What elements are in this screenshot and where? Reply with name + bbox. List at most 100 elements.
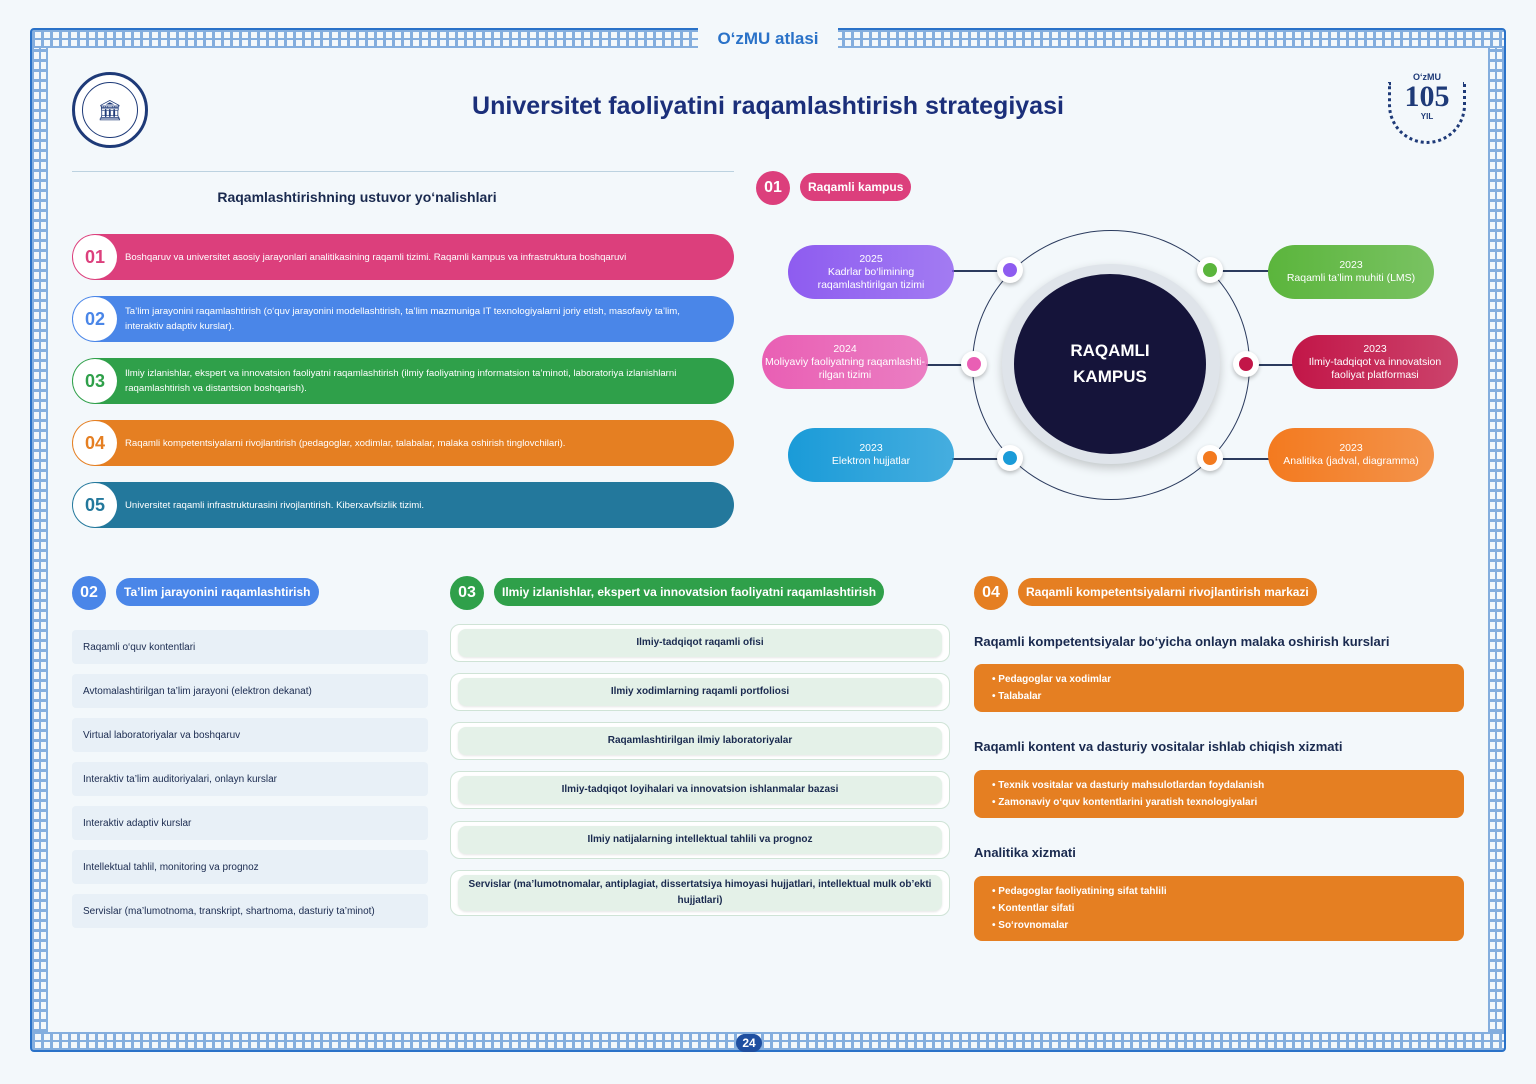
- research-item-text: Ilmiy natijalarning intellektual tahlili…: [458, 826, 942, 854]
- research-item: Raqamlashtirilgan ilmiy laboratoriyalar: [450, 722, 950, 760]
- connector-line: [1258, 364, 1298, 366]
- education-item: Avtomalashtirilgan ta’lim jarayoni (elek…: [72, 674, 428, 708]
- competence-badge: 04: [974, 576, 1008, 610]
- priority-number: 05: [73, 483, 117, 527]
- connector-line: [1222, 458, 1270, 460]
- competence-label: Raqamli kompetentsiyalarni rivojlantiris…: [1018, 578, 1317, 606]
- ornament-right: [1488, 48, 1504, 1032]
- node-connector-dot: [997, 257, 1023, 283]
- university-seal-logo: 🏛: [72, 72, 148, 148]
- research-item-text: Servislar (ma’lumotnomalar, antiplagiat,…: [458, 875, 942, 911]
- node-year: 2023: [1363, 342, 1387, 355]
- competence-group-title: Raqamli kontent va dasturiy vositalar is…: [974, 739, 1343, 754]
- research-item-text: Ilmiy-tadqiqot loyihalari va innovatsion…: [458, 776, 942, 804]
- education-item: Interaktiv ta’lim auditoriyalari, onlayn…: [72, 762, 428, 796]
- competence-item: Texnik vositalar va dasturiy mahsulotlar…: [992, 777, 1448, 794]
- research-item-text: Ilmiy xodimlarning raqamli portfoliosi: [458, 678, 942, 706]
- node-year: 2023: [1339, 259, 1363, 271]
- node-text: Kadrlar bo‘limining raqamlashtirilgan ti…: [817, 265, 925, 291]
- research-item: Servislar (ma’lumotnomalar, antiplagiat,…: [450, 870, 950, 916]
- priority-bar: 05 Universitet raqamli infrastrukturasini…: [72, 482, 734, 528]
- competence-group-title: Raqamli kompetentsiyalar bo‘yicha onlayn…: [974, 634, 1390, 649]
- connector-line: [926, 364, 966, 366]
- competence-item: Zamonaviy o‘quv kontentlarini yaratish t…: [992, 794, 1448, 811]
- node-year: 2023: [859, 442, 883, 454]
- priority-number: 04: [73, 421, 117, 465]
- laurel-wreath-icon: [1388, 82, 1466, 144]
- education-label: Ta’lim jarayonini raqamlashtirish: [116, 578, 319, 606]
- page-number: 24: [736, 1034, 762, 1052]
- node-connector-dot: [1197, 257, 1223, 283]
- building-icon: 🏛: [82, 82, 138, 138]
- node-connector-dot: [961, 351, 987, 377]
- research-item: Ilmiy natijalarning intellektual tahlili…: [450, 821, 950, 859]
- connector-line: [952, 458, 1000, 460]
- node-text: Elektron hujjatlar: [831, 455, 911, 467]
- priority-text: Ta’lim jarayonini raqamlashtirish (o‘quv…: [125, 306, 680, 332]
- research-item: Ilmiy-tadqiqot loyihalari va innovatsion…: [450, 771, 950, 809]
- priority-text: Boshqaruv va universitet asosiy jarayonl…: [125, 251, 627, 263]
- competence-item: So‘rovnomalar: [992, 917, 1448, 934]
- education-item: Raqamli o‘quv kontentlari: [72, 630, 428, 664]
- priority-bar: 01 Boshqaruv va universitet asosiy jarayo…: [72, 234, 734, 280]
- competence-item: Kontentlar sifati: [992, 900, 1448, 917]
- priority-text: Ilmiy izlanishlar, ekspert va innovatsio…: [125, 368, 677, 394]
- node-connector-dot: [1233, 351, 1259, 377]
- priorities-title: Raqamlashtirishning ustuvor yo‘nalishlar…: [217, 189, 497, 205]
- node-year: 2023: [1339, 442, 1363, 454]
- research-item: Ilmiy-tadqiqot raqamli ofisi: [450, 624, 950, 662]
- ornament-left: [32, 48, 48, 1032]
- research-label: Ilmiy izlanishlar, ekspert va innovatsio…: [494, 578, 885, 606]
- research-badge: 03: [450, 576, 484, 610]
- education-badge: 02: [72, 576, 106, 610]
- competence-group-box: Pedagoglar faoliyatining sifat tahliliKo…: [974, 876, 1464, 941]
- campus-badge: 01: [756, 171, 790, 205]
- priority-number: 01: [73, 235, 117, 279]
- priority-text: Raqamli kompetentsiyalarni rivojlantiris…: [125, 437, 566, 449]
- education-item: Servislar (ma’lumotnoma, transkript, sha…: [72, 894, 428, 928]
- education-item: Virtual laboratoriyalar va boshqaruv: [72, 718, 428, 752]
- priority-number: 03: [73, 359, 117, 403]
- core-line-1: RAQAMLI: [1070, 341, 1150, 360]
- node-text: Moliyaviy faoliyatning raqamlashti-rilga…: [765, 355, 925, 381]
- divider: [72, 171, 734, 172]
- connector-line: [1222, 270, 1270, 272]
- research-item: Ilmiy xodimlarning raqamli portfoliosi: [450, 673, 950, 711]
- node-year: 2025: [859, 252, 883, 265]
- ornament-bottom: [32, 1032, 1504, 1050]
- education-item: Interaktiv adaptiv kurslar: [72, 806, 428, 840]
- core-line-2: KAMPUS: [1073, 367, 1147, 386]
- node-text: Ilmiy-tadqiqot va innovatsion faoliyat p…: [1308, 355, 1442, 381]
- competence-item: Pedagoglar va xodimlar: [992, 671, 1448, 688]
- competence-group-box: Pedagoglar va xodimlarTalabalar: [974, 664, 1464, 712]
- campus-core: RAQAMLI KAMPUS: [1014, 274, 1206, 454]
- competence-item: Talabalar: [992, 688, 1448, 705]
- priority-text: Universitet raqamli infrastrukturasini r…: [125, 499, 425, 511]
- priority-bar: 03 Ilmiy izlanishlar, ekspert va innovats…: [72, 358, 734, 404]
- connector-line: [952, 270, 1000, 272]
- education-item: Intellektual tahlil, monitoring va progn…: [72, 850, 428, 884]
- anniversary-emblem: O‘zMU 105 YIL: [1388, 72, 1466, 150]
- priority-bar: 04 Raqamli kompetentsiyalarni rivojlantir…: [72, 420, 734, 466]
- node-connector-dot: [997, 445, 1023, 471]
- priority-number: 02: [73, 297, 117, 341]
- priority-bar: 02 Ta’lim jarayonini raqamlashtirish (o‘q…: [72, 296, 734, 342]
- campus-label: Raqamli kampus: [800, 173, 912, 201]
- competence-group-box: Texnik vositalar va dasturiy mahsulotlar…: [974, 770, 1464, 818]
- research-item-text: Ilmiy-tadqiqot raqamli ofisi: [458, 629, 942, 657]
- research-item-text: Raqamlashtirilgan ilmiy laboratoriyalar: [458, 727, 942, 755]
- node-text: Analitika (jadval, diagramma): [1283, 455, 1419, 467]
- node-year: 2024: [833, 342, 857, 355]
- node-text: Raqamli ta’lim muhiti (LMS): [1286, 272, 1416, 284]
- atlas-label: O‘zMU atlasi: [698, 27, 838, 51]
- page-title: Universitet faoliyatini raqamlashtirish …: [472, 92, 1064, 120]
- competence-group-title: Analitika xizmati: [974, 845, 1076, 860]
- node-connector-dot: [1197, 445, 1223, 471]
- emblem-top-text: O‘zMU: [1413, 72, 1441, 82]
